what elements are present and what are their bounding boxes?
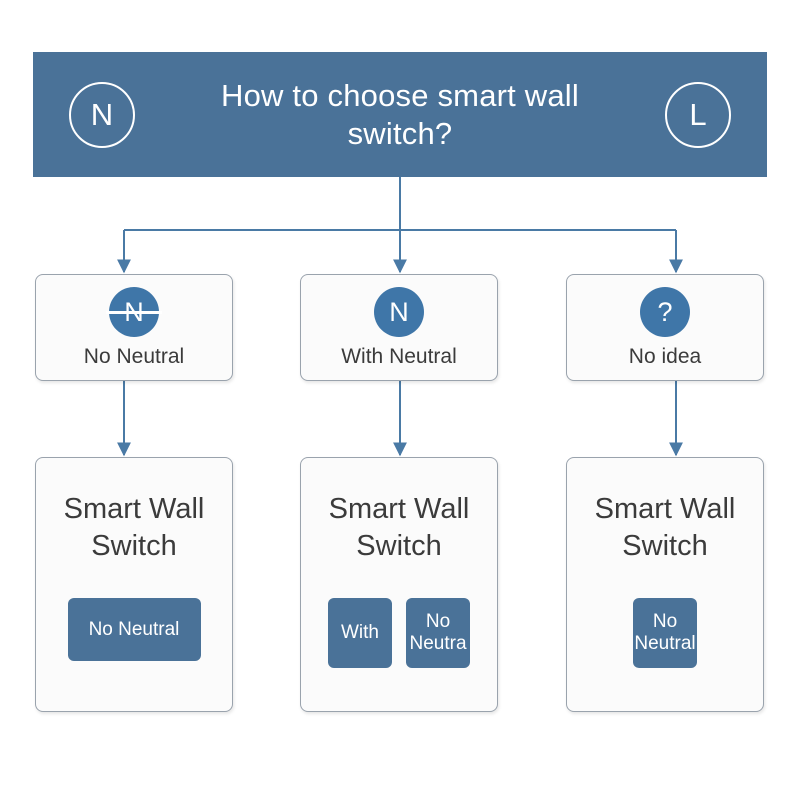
- variant-button-with[interactable]: With: [328, 598, 392, 669]
- n-circle-icon: N: [374, 287, 424, 337]
- product-button-row: With No Neutra: [328, 598, 470, 669]
- neutral-wire-circle-icon: N: [69, 81, 135, 148]
- option-card-no-neutral[interactable]: N No Neutral: [35, 274, 233, 381]
- n-strikethrough-circle-icon: N: [106, 287, 162, 337]
- option-card-no-idea[interactable]: ? No idea: [566, 274, 764, 381]
- header-banner: N How to choose smart wall switch? L: [33, 52, 767, 177]
- product-button-row: No Neutral: [67, 598, 201, 662]
- product-title: Smart Wall Switch: [63, 493, 205, 563]
- variant-button-no-neutral[interactable]: No Neutral: [633, 598, 697, 669]
- product-card-with-neutral[interactable]: Smart Wall Switch With No Neutra: [300, 457, 498, 712]
- option-label: No Neutral: [83, 345, 185, 368]
- option-card-with-neutral[interactable]: N With Neutral: [300, 274, 498, 381]
- live-wire-circle-icon: L: [665, 81, 731, 148]
- variant-button-no-neutral[interactable]: No Neutral: [67, 598, 201, 662]
- product-title: Smart Wall Switch: [328, 493, 470, 563]
- product-card-no-neutral[interactable]: Smart Wall Switch No Neutral: [35, 457, 233, 712]
- product-button-row: No Neutral: [633, 598, 697, 669]
- variant-button-no-neutra[interactable]: No Neutra: [406, 598, 470, 669]
- product-card-no-idea[interactable]: Smart Wall Switch No Neutral: [566, 457, 764, 712]
- option-label: With Neutral: [341, 345, 457, 368]
- option-label: No idea: [628, 345, 702, 368]
- product-title: Smart Wall Switch: [594, 493, 736, 563]
- question-mark-circle-icon: ?: [640, 287, 690, 337]
- page-title: How to choose smart wall switch?: [221, 77, 579, 151]
